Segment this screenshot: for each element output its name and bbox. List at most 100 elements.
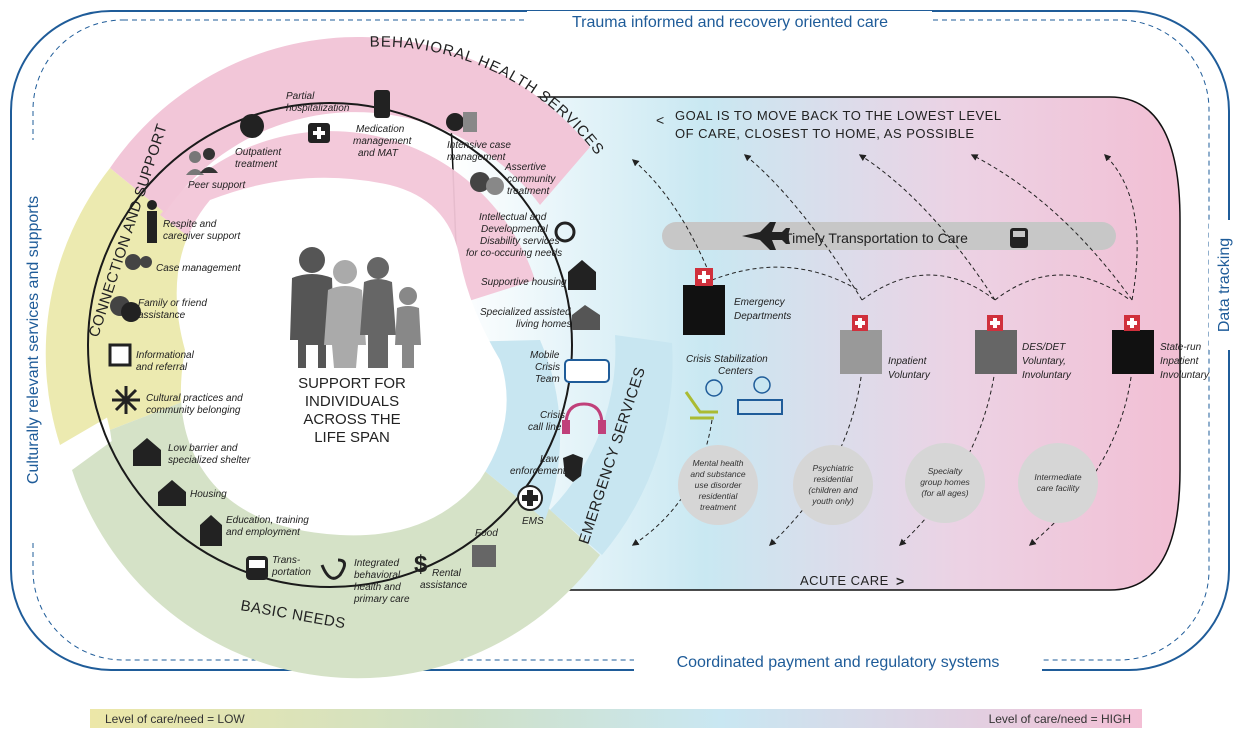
svg-text:health and: health and <box>354 582 401 593</box>
svg-text:Developmental: Developmental <box>481 224 548 235</box>
svg-text:Assertive: Assertive <box>504 162 547 173</box>
svg-text:Outpatient: Outpatient <box>235 147 282 158</box>
center-ring <box>87 102 573 588</box>
svg-text:Mobile: Mobile <box>530 350 560 361</box>
handshake-icon <box>470 172 490 192</box>
svg-text:for co-occuring needs: for co-occuring needs <box>466 248 562 259</box>
intermediate-care-circle: Intermediate care facility <box>1018 443 1098 523</box>
svg-text:and substance: and substance <box>690 469 746 479</box>
svg-text:DES/DET: DES/DET <box>1022 342 1066 353</box>
svg-text:(for all ages): (for all ages) <box>921 488 968 498</box>
svg-text:Inpatient: Inpatient <box>1160 356 1200 367</box>
svg-text:and MAT: and MAT <box>358 148 399 159</box>
dollar-icon: $ <box>414 551 428 578</box>
person-icon <box>147 211 157 243</box>
svg-text:management: management <box>447 152 507 163</box>
svg-text:treatment: treatment <box>700 502 737 512</box>
svg-text:Psychiatric: Psychiatric <box>812 463 854 473</box>
svg-text:Law: Law <box>540 454 559 465</box>
emergency-department: Emergency Departments <box>683 268 791 335</box>
frame-bottom-label: Coordinated payment and regulatory syste… <box>677 654 1000 671</box>
band-behavioral <box>110 37 590 214</box>
svg-text:Rental: Rental <box>432 568 462 579</box>
legend-low-label: Level of care/need = LOW <box>105 712 245 726</box>
hospital-icon <box>1112 330 1154 374</box>
respite-item: Respite and caregiver support <box>147 200 241 243</box>
frame-right-label: Data tracking <box>1216 238 1233 332</box>
partial-hospitalization-item: Partial hospitalization <box>286 91 350 143</box>
home-icon <box>572 305 600 330</box>
svg-text:Team: Team <box>535 374 560 385</box>
svg-text:Specialized assisted: Specialized assisted <box>480 307 571 318</box>
van-icon <box>564 359 610 383</box>
svg-text:care facility: care facility <box>1037 483 1080 493</box>
svg-text:Crisis Stabilization: Crisis Stabilization <box>686 354 768 365</box>
svg-text:Partial: Partial <box>286 91 315 102</box>
informational-item: Informational and referral <box>108 343 195 373</box>
mobile-crisis-item: Mobile Crisis Team <box>530 350 610 385</box>
center-text-3: ACROSS THE <box>303 411 400 428</box>
svg-text:enforcement: enforcement <box>510 466 567 477</box>
svg-text:and referral: and referral <box>136 362 188 373</box>
svg-text:Emergency: Emergency <box>734 297 786 308</box>
headset-icon <box>564 402 604 426</box>
school-icon <box>200 515 222 546</box>
hospital-icon <box>975 330 1017 374</box>
education-item: Education, training and employment <box>200 515 309 546</box>
frame-left-label: Culturally relevant services and support… <box>25 196 42 484</box>
house-heart-icon <box>568 260 596 290</box>
shelter-item: Low barrier and specialized shelter <box>133 438 251 466</box>
svg-text:behavioral: behavioral <box>354 570 401 581</box>
svg-text:Supportive housing: Supportive housing <box>481 277 567 288</box>
crisis-stabilization-center: Crisis Stabilization Centers <box>684 354 783 420</box>
inpatient-voluntary: Inpatient Voluntary <box>840 315 931 381</box>
peer-support-label: Peer support <box>188 180 246 191</box>
svg-text:Case management: Case management <box>156 263 242 274</box>
svg-text:Housing: Housing <box>190 489 227 500</box>
document-icon <box>463 112 477 132</box>
svg-text:primary care: primary care <box>353 594 410 605</box>
svg-text:community: community <box>507 174 556 185</box>
intensive-case-management-item: Intensive case management <box>446 112 511 163</box>
rental-item: $ Rental assistance <box>414 551 468 591</box>
svg-text:Education, training: Education, training <box>226 515 309 526</box>
crisis-call-item: Crisis call line <box>528 402 606 434</box>
svg-text:Crisis: Crisis <box>540 410 565 421</box>
svg-text:youth only): youth only) <box>811 496 854 506</box>
housing-icon <box>158 480 186 506</box>
svg-text:Involuntary: Involuntary <box>1022 370 1072 381</box>
svg-text:group homes: group homes <box>920 477 970 487</box>
svg-text:Voluntary,: Voluntary, <box>1022 356 1066 367</box>
svg-text:assistance: assistance <box>420 580 468 591</box>
airplane-icon <box>742 222 790 250</box>
svg-text:use disorder: use disorder <box>695 480 743 490</box>
svg-text:Involuntary: Involuntary <box>1160 370 1210 381</box>
svg-text:community belonging: community belonging <box>146 405 241 416</box>
svg-text:hospitalization: hospitalization <box>286 103 350 114</box>
recliner-icon <box>684 391 718 420</box>
law-enforcement-item: Law enforcement <box>510 454 583 482</box>
center-text-2: INDIVIDUALS <box>305 393 399 410</box>
hospital-icon <box>840 330 882 374</box>
ems-item: EMS <box>517 485 544 527</box>
pill-bottle-icon <box>374 90 390 118</box>
family-friend-item: Family or friend assistance <box>110 296 207 322</box>
idd-services-item: Intellectual and Developmental Disabilit… <box>466 212 576 259</box>
svg-text:Trans-: Trans- <box>272 555 301 566</box>
svg-text:and employment: and employment <box>226 527 301 538</box>
band-emergency <box>550 335 673 555</box>
transport-bar <box>662 222 1116 250</box>
state-run-inpatient: State-run Inpatient Involuntary <box>1112 315 1210 381</box>
cultural-item: Cultural practices and community belongi… <box>112 386 243 416</box>
svg-text:Food: Food <box>475 528 498 539</box>
assertive-community-item: Assertive community treatment <box>470 162 556 197</box>
transport-bar-label: Timely Transportation to Care <box>784 230 968 246</box>
gears-people-icon <box>125 254 141 270</box>
badge-icon <box>563 454 583 482</box>
svg-text:treatment: treatment <box>507 186 550 197</box>
des-det-facility: DES/DET Voluntary, Involuntary <box>975 315 1072 381</box>
specialty-group-homes-circle: Specialty group homes (for all ages) <box>905 443 985 523</box>
svg-text:Crisis: Crisis <box>535 362 560 373</box>
